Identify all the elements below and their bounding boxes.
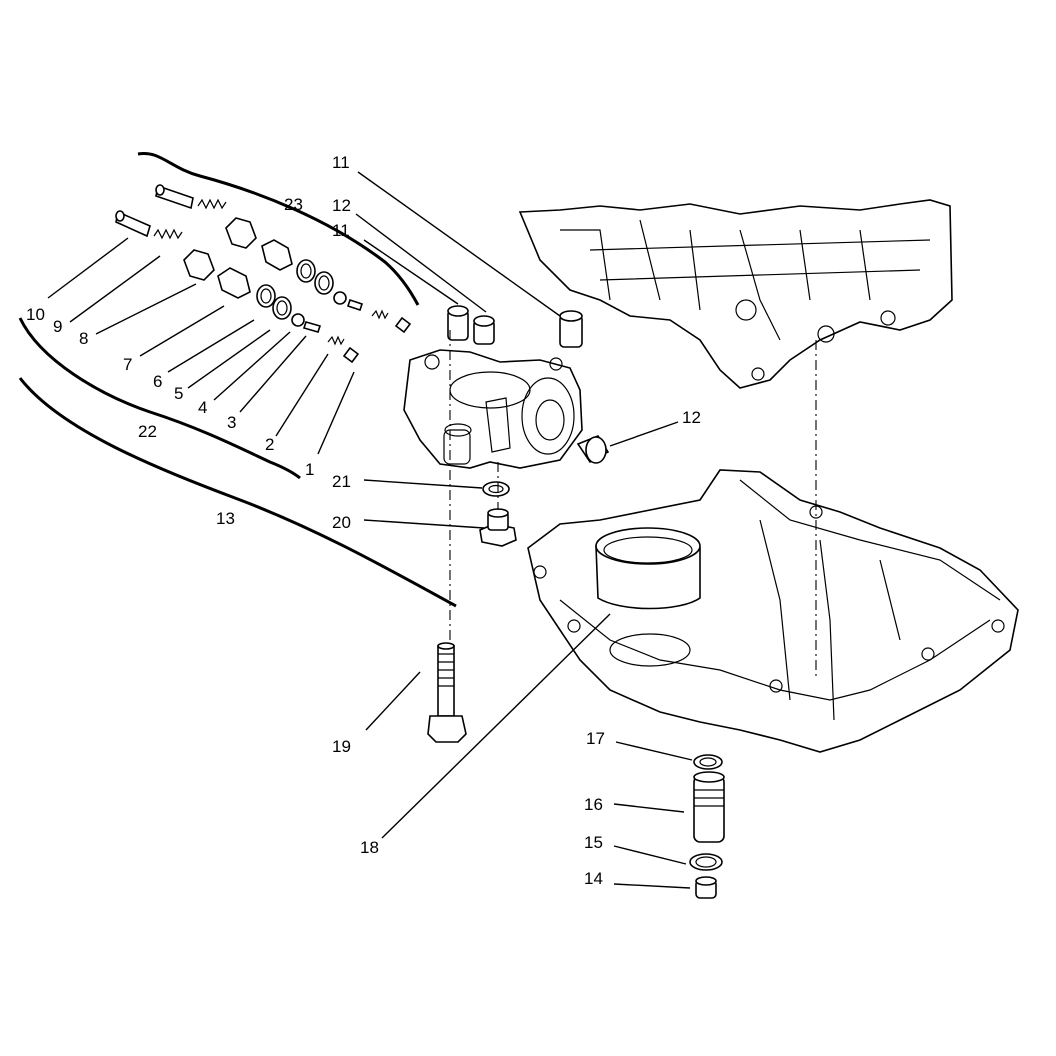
callout-22: 22 — [138, 422, 157, 441]
bushing-12-left — [473, 315, 495, 345]
callout-23: 23 — [284, 195, 303, 214]
plug-14 — [695, 876, 717, 899]
bracket-22 — [18, 317, 301, 480]
callout-21: 21 — [332, 472, 351, 491]
callout-16: 16 — [584, 795, 603, 814]
bracket-23 — [137, 151, 420, 306]
o-ring-15 — [689, 853, 723, 871]
callout-2: 2 — [265, 435, 274, 454]
callout-11-mid: 11 — [332, 221, 350, 240]
ring-18 — [595, 527, 701, 610]
bushing-11-right — [559, 310, 583, 348]
callout-17: 17 — [586, 729, 605, 748]
callout-19: 19 — [332, 737, 351, 756]
valve-assembly-22 — [115, 210, 360, 364]
callout-1: 1 — [305, 460, 314, 479]
callout-9: 9 — [53, 317, 62, 336]
callout-6: 6 — [153, 372, 162, 391]
callout-12-top: 12 — [332, 196, 351, 215]
callout-8: 8 — [79, 329, 88, 348]
pump-housing — [403, 349, 583, 469]
callout-20: 20 — [332, 513, 351, 532]
callout-14: 14 — [584, 869, 603, 888]
leader-lines — [47, 171, 693, 889]
callout-15: 15 — [584, 833, 603, 852]
callout-11-top: 11 — [332, 153, 350, 172]
bolt-19 — [427, 642, 467, 743]
plug-20 — [479, 508, 517, 547]
washer-21 — [482, 481, 510, 497]
upper-case-housing — [518, 199, 953, 389]
callout-5: 5 — [174, 384, 183, 403]
callout-13: 13 — [216, 509, 235, 528]
callout-4: 4 — [198, 398, 207, 417]
bushing-12-right — [576, 435, 610, 464]
bracket-13 — [18, 377, 457, 608]
o-ring-17 — [693, 754, 723, 770]
lower-case-housing — [527, 469, 1019, 753]
filter-cartridge-16 — [693, 771, 725, 843]
callout-3: 3 — [227, 413, 236, 432]
callout-12-right: 12 — [682, 408, 701, 427]
bushing-11-left — [447, 305, 469, 341]
callout-7: 7 — [123, 355, 132, 374]
valve-assembly-23 — [155, 184, 412, 334]
callout-10: 10 — [26, 305, 45, 324]
callout-18: 18 — [360, 838, 379, 857]
